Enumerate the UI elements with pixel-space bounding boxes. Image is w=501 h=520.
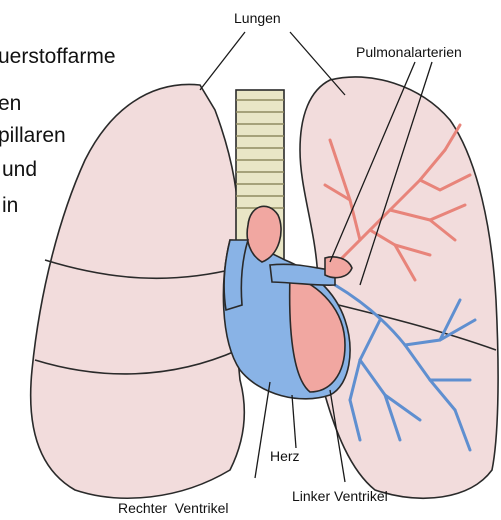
label-right-ventricle: Rechter Ventrikel: [118, 500, 229, 516]
caption-line-4: und: [2, 158, 37, 181]
caption-line-2: en: [0, 92, 21, 115]
caption-line-1: uerstoffarme: [0, 45, 116, 68]
label-pulmonary-arteries: Pulmonalarterien: [356, 44, 462, 60]
caption-line-3: pillaren: [0, 124, 66, 147]
caption-line-5: in: [2, 194, 18, 217]
label-heart: Herz: [270, 448, 300, 464]
label-left-ventricle: Linker Ventrikel: [292, 488, 388, 504]
label-lungs: Lungen: [234, 10, 281, 26]
